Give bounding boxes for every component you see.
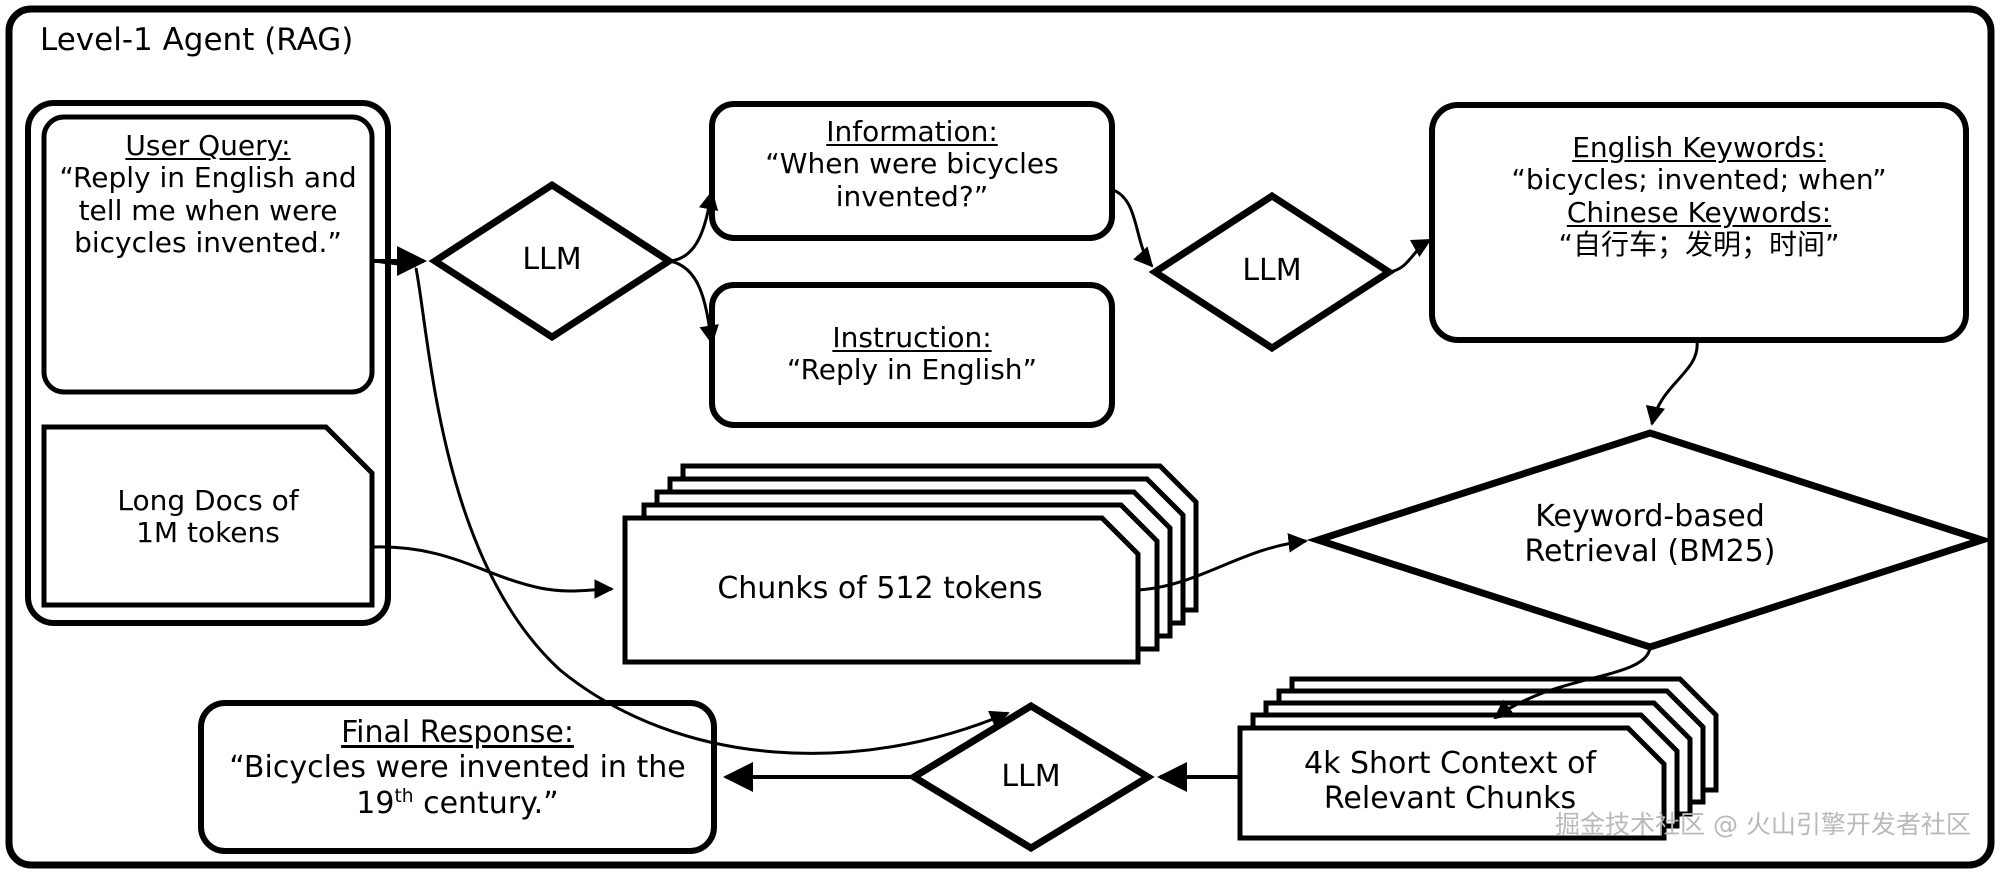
final-response-box <box>198 700 717 854</box>
edge-longdocs-chunks <box>371 545 614 599</box>
relevant-chunks-note-1 <box>1237 725 1667 841</box>
edge-llm1-instruction <box>669 259 719 345</box>
edge-information-llm2 <box>1112 188 1154 268</box>
llm-1-diamond <box>428 180 676 342</box>
user-query-box <box>41 114 375 395</box>
retrieval-diamond <box>1306 429 1994 651</box>
llm-3-diamond <box>907 701 1155 853</box>
edge-chunks-retrieval <box>1137 533 1308 592</box>
edge-llm1-information <box>669 190 719 263</box>
information-box <box>709 101 1115 241</box>
long-docs-note <box>41 424 375 608</box>
chunks-stack-note-1 <box>622 515 1141 665</box>
llm-2-diamond <box>1148 191 1396 353</box>
instruction-box <box>709 282 1115 428</box>
edge-keywords-retrieval <box>1645 341 1699 426</box>
edge-retrieval-relevantchunks <box>1493 647 1652 720</box>
edge-instruction-llm3 <box>414 267 1010 755</box>
edge-userquery-stub <box>372 259 417 268</box>
keywords-box <box>1429 102 1969 343</box>
watermark: 掘金技术社区 @ 火山引擎开发者社区 <box>1555 810 1971 839</box>
page-title: Level-1 Agent (RAG) <box>40 22 354 58</box>
edge-llm2-keywords <box>1389 238 1432 274</box>
